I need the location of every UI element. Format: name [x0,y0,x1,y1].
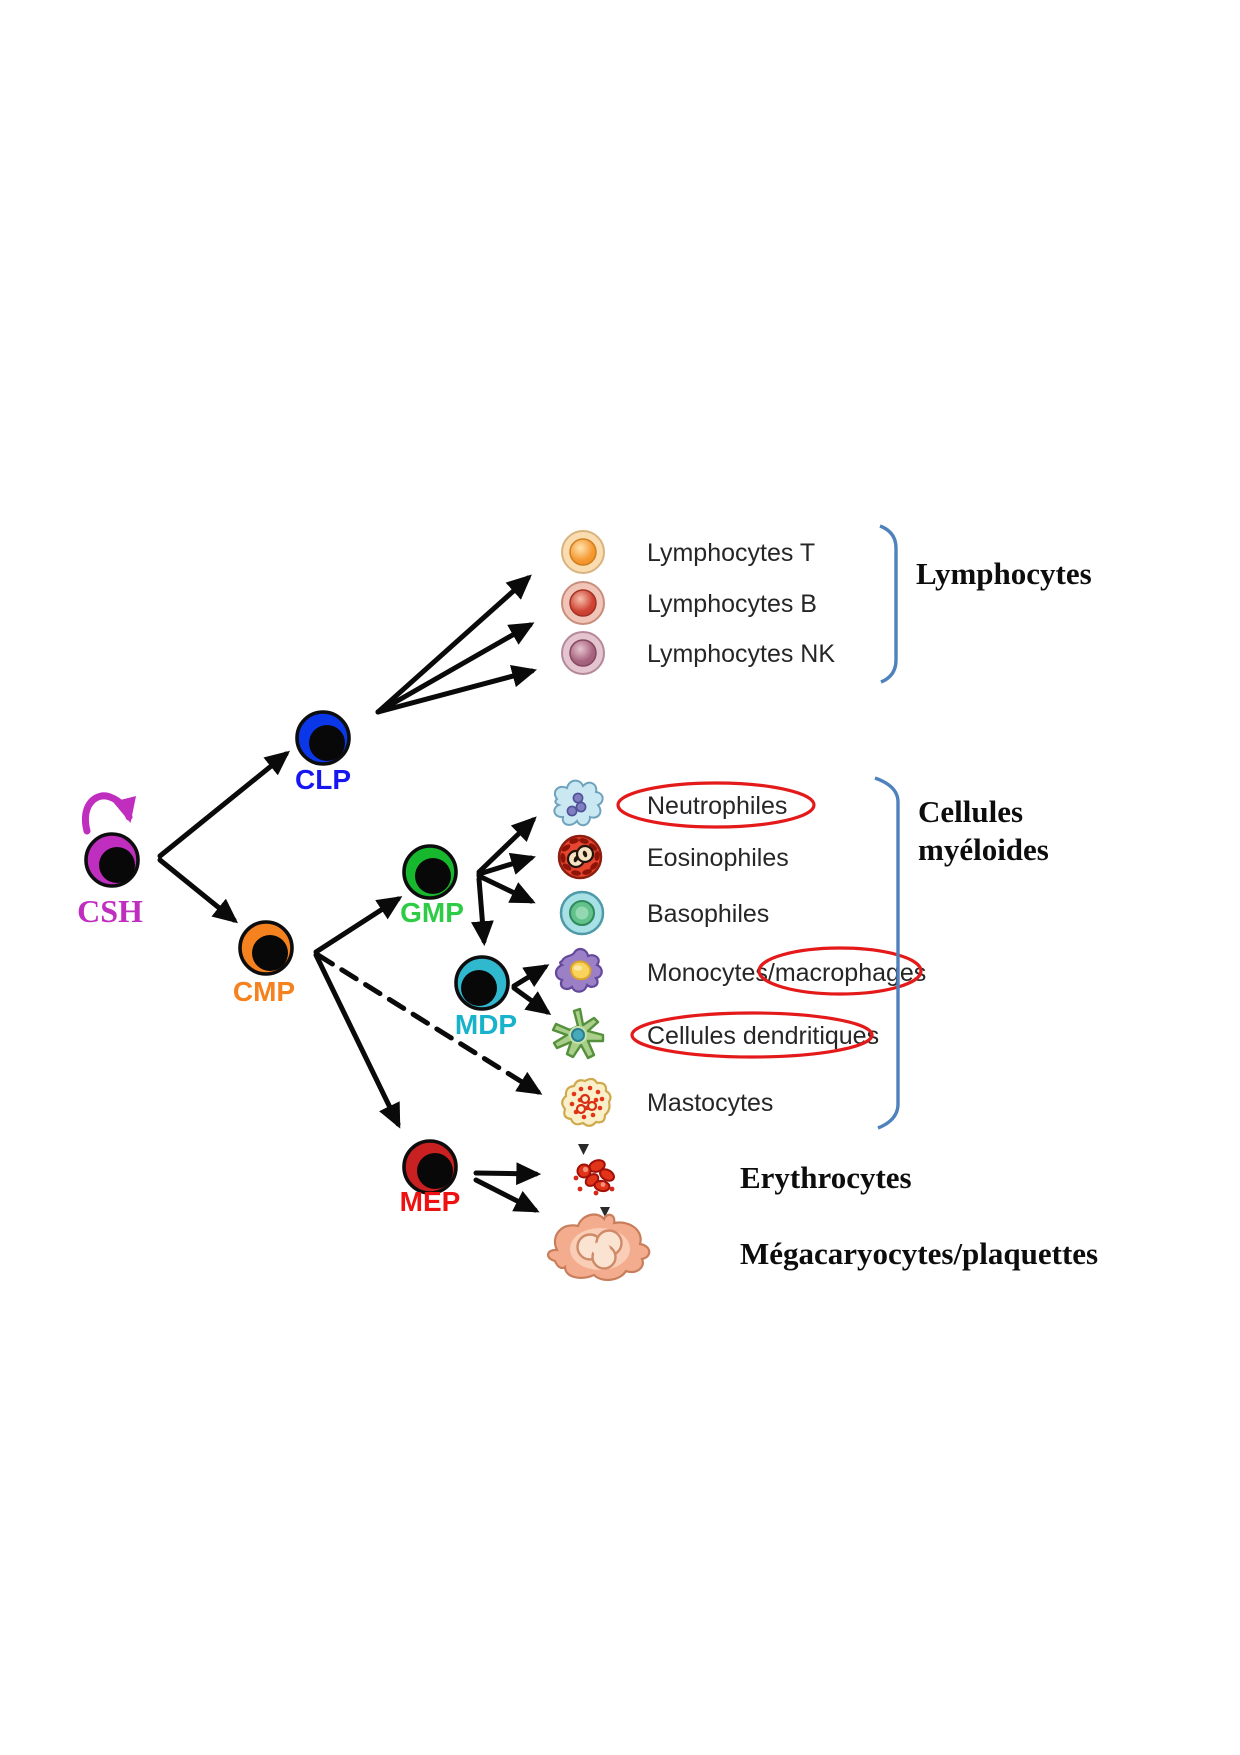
lymphocytes-bracket [879,524,898,684]
lymphocyte-t-label: Lymphocytes T [647,539,815,567]
lymphocytes-title: Lymphocytes [916,556,1092,591]
arrow-gmp-to-basophile [476,873,536,904]
arrow-clp-to-lymphNK [375,665,538,715]
lymphocyte-t-icon [561,530,605,574]
arrow-mep-to-megacaryocyte [473,1177,540,1213]
arrow-mdp-to-monocyte [511,964,550,989]
myeloides-title-line2: myéloides [918,832,1049,867]
cmp-cell [238,920,294,976]
arrow-csh-to-clp [157,750,291,859]
clp-label: CLP [295,764,351,795]
lineage-arrows [157,574,552,1213]
small-arrowhead-erythrocytes [578,1144,589,1155]
mastocyte-icon [561,1077,612,1127]
arrow-clp-to-lymphB [375,622,535,715]
arrow-cmp-to-gmp [313,896,403,955]
eosinophile-icon [557,834,603,880]
mep-cell [402,1139,458,1195]
basophiles-label: Basophiles [647,900,769,928]
highlight-ellipse-dendritiques [630,1011,874,1059]
self-renewal-arrow [81,792,137,835]
monocytes-macrophages-label: Monocytes/macrophages [647,959,926,987]
myeloides-bracket [874,776,900,1130]
arrow-gmp-to-mdp [471,876,494,947]
gmp-label: GMP [400,897,464,928]
eosinophiles-label: Eosinophiles [647,844,789,872]
arrow-mdp-to-dendritic [511,985,552,1016]
neutrophile-icon [553,779,604,827]
small-arrowhead-megacaryocyte [600,1207,610,1217]
arrow-cmp-to-mep [313,952,401,1129]
dendritic-cell-icon [551,1007,605,1060]
lymphocyte-nk-icon [561,631,605,675]
arrow-clp-to-lymphT [375,574,532,715]
highlight-ellipse-neutrophiles [616,781,816,829]
erythrocytes-icon [573,1159,615,1196]
arrow-gmp-to-eosinophile [476,852,536,877]
megacaryocytes-title: Mégacaryocytes/plaquettes [740,1236,1098,1271]
cmp-label: CMP [233,976,295,1007]
gmp-cell [402,844,458,900]
basophile-icon [559,890,605,936]
neutrophiles-label: Neutrophiles [647,792,787,820]
arrow-mep-to-erythrocyte [473,1162,542,1186]
mdp-label: MDP [455,1009,517,1040]
arrow-cmp-to-mastocyte-dashed [315,952,543,1095]
lymphocyte-nk-label: Lymphocytes NK [647,640,835,668]
arrow-csh-to-cmp [157,857,239,924]
lymphocyte-b-label: Lymphocytes B [647,590,817,618]
monocyte-macrophage-icon [554,947,603,993]
mastocytes-label: Mastocytes [647,1089,773,1117]
clp-cell [295,710,351,766]
arrow-gmp-to-neutrophile [476,816,537,875]
highlight-ellipse-macrophages [757,946,923,996]
mep-label: MEP [400,1186,461,1217]
erythrocytes-title: Erythrocytes [740,1160,912,1195]
mdp-cell [454,955,510,1011]
csh-cell [84,832,140,888]
csh-label: CSH [77,893,143,929]
myeloides-title-line1: Cellules [918,794,1023,829]
lymphocyte-b-icon [561,581,605,625]
megacaryocyte-icon [547,1213,651,1281]
cellules-dendritiques-label: Cellules dendritiques [647,1022,879,1050]
